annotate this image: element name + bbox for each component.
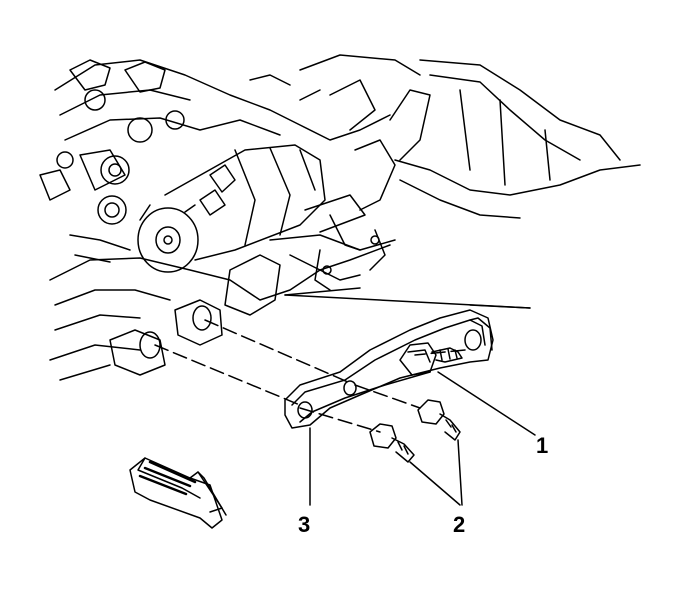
bolt-lower [369,423,415,463]
callout-item-1: 1 [536,433,549,458]
reference-plane [284,287,531,309]
bolt-upper [399,342,463,376]
leader-lines [309,371,536,506]
engine-block [39,54,641,381]
direction-arrow-icon [129,457,227,529]
bolt-middle [417,399,461,441]
callout-item-2: 2 [453,512,466,537]
callout-item-3: 3 [298,512,311,537]
mounting-bracket [284,309,494,429]
